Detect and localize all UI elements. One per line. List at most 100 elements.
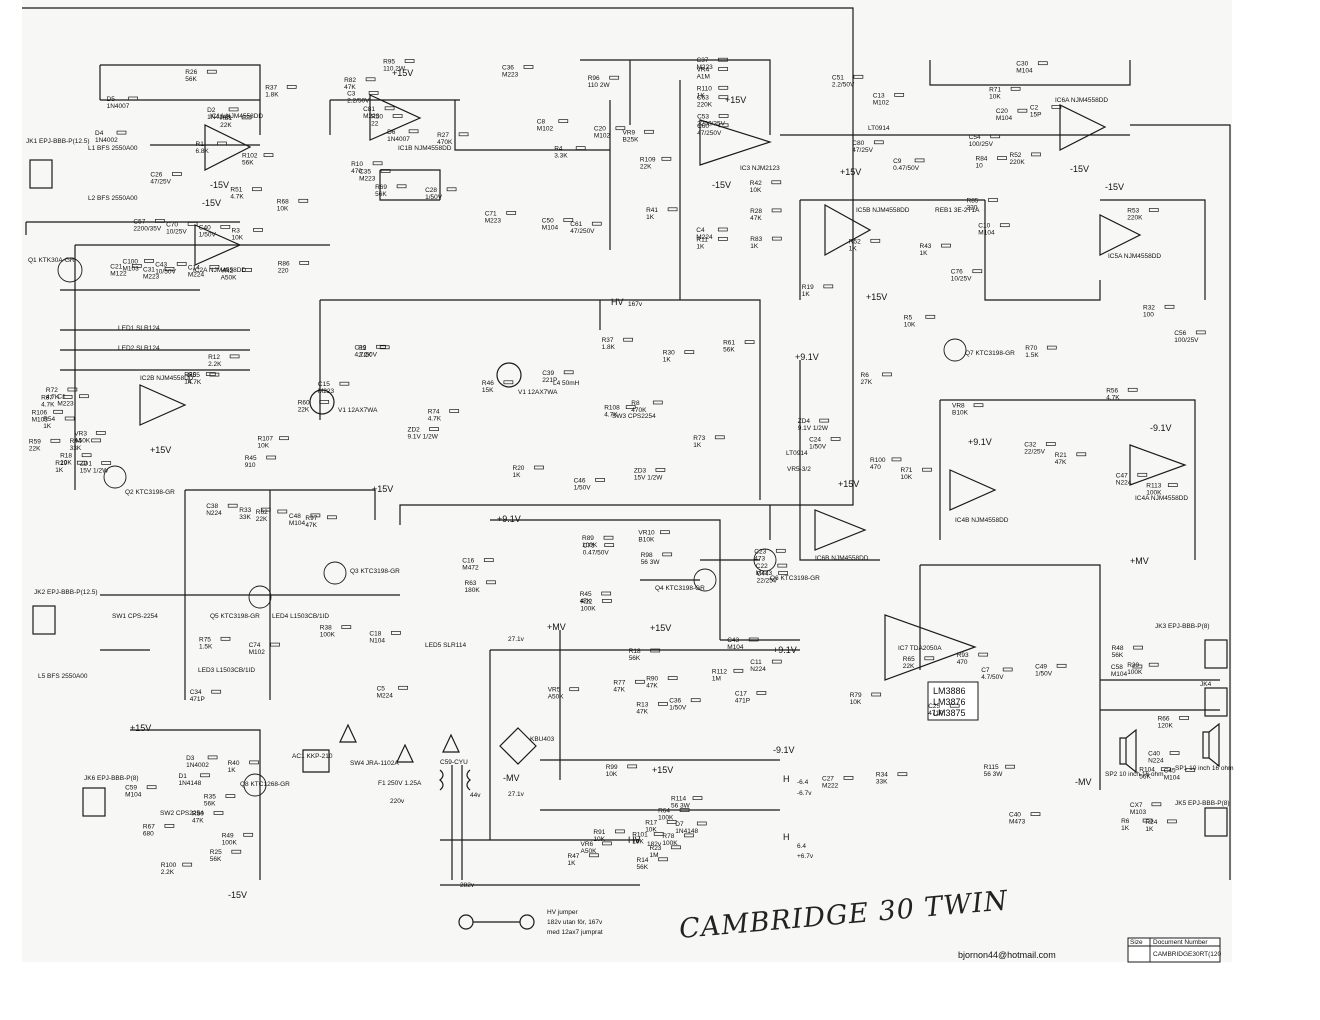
component-symbol xyxy=(231,849,242,854)
rail-44v: 44v xyxy=(470,792,481,799)
jack-symbols xyxy=(29,159,1228,837)
q3-label: Q3 KTC3198-GR xyxy=(350,568,400,575)
component-symbol xyxy=(299,261,310,265)
component-symbol xyxy=(718,123,729,128)
ic5a-symbol xyxy=(1099,214,1142,256)
component-symbol xyxy=(341,625,352,629)
component-symbol xyxy=(76,460,87,465)
component-symbol xyxy=(978,652,989,657)
q1-symbol xyxy=(57,257,83,283)
rail-67b: +6.7v xyxy=(797,853,814,860)
component-symbol xyxy=(870,238,881,243)
component-symbol xyxy=(999,223,1010,228)
rail-p91-supply: +9.1V xyxy=(773,645,797,655)
rail-67a: -6.7v xyxy=(797,790,812,797)
component-symbol xyxy=(220,225,231,229)
component-symbol xyxy=(176,262,187,266)
component-symbol xyxy=(220,636,231,641)
component-symbol xyxy=(1132,664,1143,669)
rail-p15-q7: +15V xyxy=(866,292,887,302)
component-symbol xyxy=(771,659,782,664)
q7-symbol xyxy=(943,338,967,362)
component-symbol xyxy=(1179,716,1189,720)
component-symbol xyxy=(644,129,654,134)
component-symbol xyxy=(384,106,395,111)
component-symbol xyxy=(260,507,271,512)
component-symbol xyxy=(266,455,277,460)
component-symbol xyxy=(368,91,379,95)
jk1-label: JK1 EPJ-BBB-P(12.5) xyxy=(26,138,90,145)
rail-labels: +15V -15V -15V +15V -15V +15V -15V -15V … xyxy=(130,68,1172,900)
rail-m15-ic2a: -15V xyxy=(202,198,221,208)
component-symbol xyxy=(131,264,142,268)
component-symbol xyxy=(718,237,728,241)
ic6b-symbol xyxy=(814,509,867,551)
component-symbol xyxy=(62,395,73,399)
component-symbol xyxy=(615,829,625,834)
component-symbol xyxy=(1148,208,1159,212)
component-symbol xyxy=(652,400,663,405)
rail-hv-bottom: HV xyxy=(628,835,641,845)
component-symbol xyxy=(1127,387,1138,392)
rail-p15b: +15V xyxy=(130,723,151,733)
hv-note-line3: med 12ax7 jumprat xyxy=(547,929,603,936)
component-symbol xyxy=(164,824,175,828)
ic1b-label: IC1B NJM4558DD xyxy=(398,145,452,152)
component-symbol xyxy=(655,468,666,472)
ic2a-label: IC2A NJM4558DD xyxy=(193,267,246,274)
l2-label: L2 BFS 2550A00 xyxy=(88,195,138,202)
component-symbol xyxy=(949,703,960,708)
component-symbol xyxy=(635,679,645,684)
ac-inlet xyxy=(302,749,330,773)
transistor-symbols xyxy=(57,257,967,797)
component-symbol xyxy=(1030,812,1041,816)
component-symbol xyxy=(263,153,274,157)
rail-p15-ic6b: +15V xyxy=(838,479,859,489)
hv-note-line2: 182v utan för, 167v xyxy=(547,919,603,926)
sw4-label: SW4 JRA-1102A xyxy=(350,760,399,767)
component-symbol xyxy=(623,337,633,342)
component-symbol xyxy=(1185,768,1196,772)
power-supply-symbols xyxy=(302,723,537,880)
